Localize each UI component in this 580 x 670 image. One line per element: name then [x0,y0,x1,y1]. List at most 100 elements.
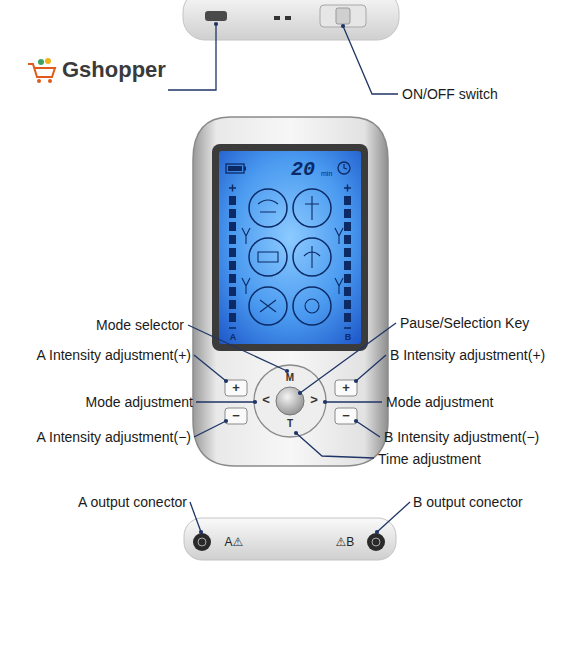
device-body [193,117,388,466]
switch-slider [336,8,350,24]
callout-label: A output conector [78,494,187,511]
bar-segment [229,274,236,283]
leader-line [190,502,201,532]
channel-letter: B [345,332,352,343]
intensity-bar-a [229,196,236,322]
mode-circle [249,238,287,276]
mode-circle [249,189,287,227]
arrow-key: > [310,392,318,408]
bar-segment [344,222,351,231]
bar-segment [344,261,351,270]
battery-icon [226,164,244,173]
callout-label: B output conector [413,494,523,511]
indicator [285,16,291,20]
screen-frame [212,144,368,351]
port-label: ⚠B [336,535,355,549]
cart-item [45,58,51,64]
lcd-screen [219,151,361,344]
button [335,380,357,396]
bar-segment [344,248,351,257]
callout-label: Pause/Selection Key [400,315,529,332]
bar-segment [344,313,351,322]
bar-segment [344,235,351,244]
callout-label: Mode adjustment [86,394,193,411]
bar-segment [344,196,351,205]
bottom-view [184,518,396,560]
bar-segment [229,235,236,244]
leader-line [168,24,216,90]
leader-line [356,355,386,381]
button-symbol: − [232,408,240,424]
bar-segment [344,274,351,283]
figure-icons [242,228,343,294]
center-button [276,387,304,415]
timer-digits: 20 [291,158,315,182]
leader-line [343,26,398,94]
button [225,408,247,424]
bar-segment [229,300,236,309]
channel-letter: A [230,332,237,343]
output-jack [193,533,211,551]
leader-lines [168,24,410,532]
battery-level [228,166,242,171]
output-jack [367,533,385,551]
bar-segment [229,287,236,296]
port-label: A⚠ [225,535,244,549]
logo-cart [28,58,55,83]
callout-label: Mode adjustment [386,394,493,411]
switch-slot [320,5,366,27]
callout-label: ON/OFF switch [402,86,498,103]
bar-segment [229,261,236,270]
intensity-bar-b [344,196,351,322]
leader-line [194,355,226,381]
indicator [274,16,280,20]
timer-unit: min [321,170,332,178]
leader-line [196,401,255,402]
cart-wheel [37,79,41,83]
button-symbol: + [232,380,240,396]
bar-segment [229,313,236,322]
clock-hands [344,164,347,169]
button-letter: T [287,418,293,430]
callout-label: B Intensity adjustment(+) [390,347,545,364]
button [225,380,247,396]
dial-ring [254,365,326,437]
button-letter: M [286,372,294,384]
leader-line [356,421,380,437]
housing [193,117,388,466]
cart-item [38,59,44,65]
leader-line [377,502,410,532]
callout-label: B Intensity adjustment(−) [384,429,539,446]
bar-segment [344,287,351,296]
lcd-symbols [229,185,351,329]
button [335,408,357,424]
leader-line [194,421,226,437]
mode-icons [242,189,343,325]
battery-tip [244,167,246,171]
callout-label: Time adjustment [378,451,481,468]
cart-outline [28,64,55,77]
leader-line [325,401,382,402]
bar-segment [229,222,236,231]
callout-label: Mode selector [96,317,184,334]
bar-segment [344,300,351,309]
icon-strokes [258,196,320,313]
leader-line [188,325,287,371]
bar-segment [229,196,236,205]
bar-segment [344,209,351,218]
bar-segment [229,248,236,257]
callout-label: A Intensity adjustment(−) [37,429,191,446]
callout-label: A Intensity adjustment(+) [37,347,191,364]
bottom-housing [184,518,396,560]
clock-icon [338,162,350,174]
arrow-key: < [262,392,270,408]
jack-ring [198,538,206,546]
button-symbol: − [342,408,350,424]
cart-wheel [48,79,52,83]
usb-port [205,11,227,21]
jack-ring [372,538,380,546]
bar-segment [229,209,236,218]
watermark: Gshopper [62,57,166,83]
button-symbol: + [342,380,350,396]
